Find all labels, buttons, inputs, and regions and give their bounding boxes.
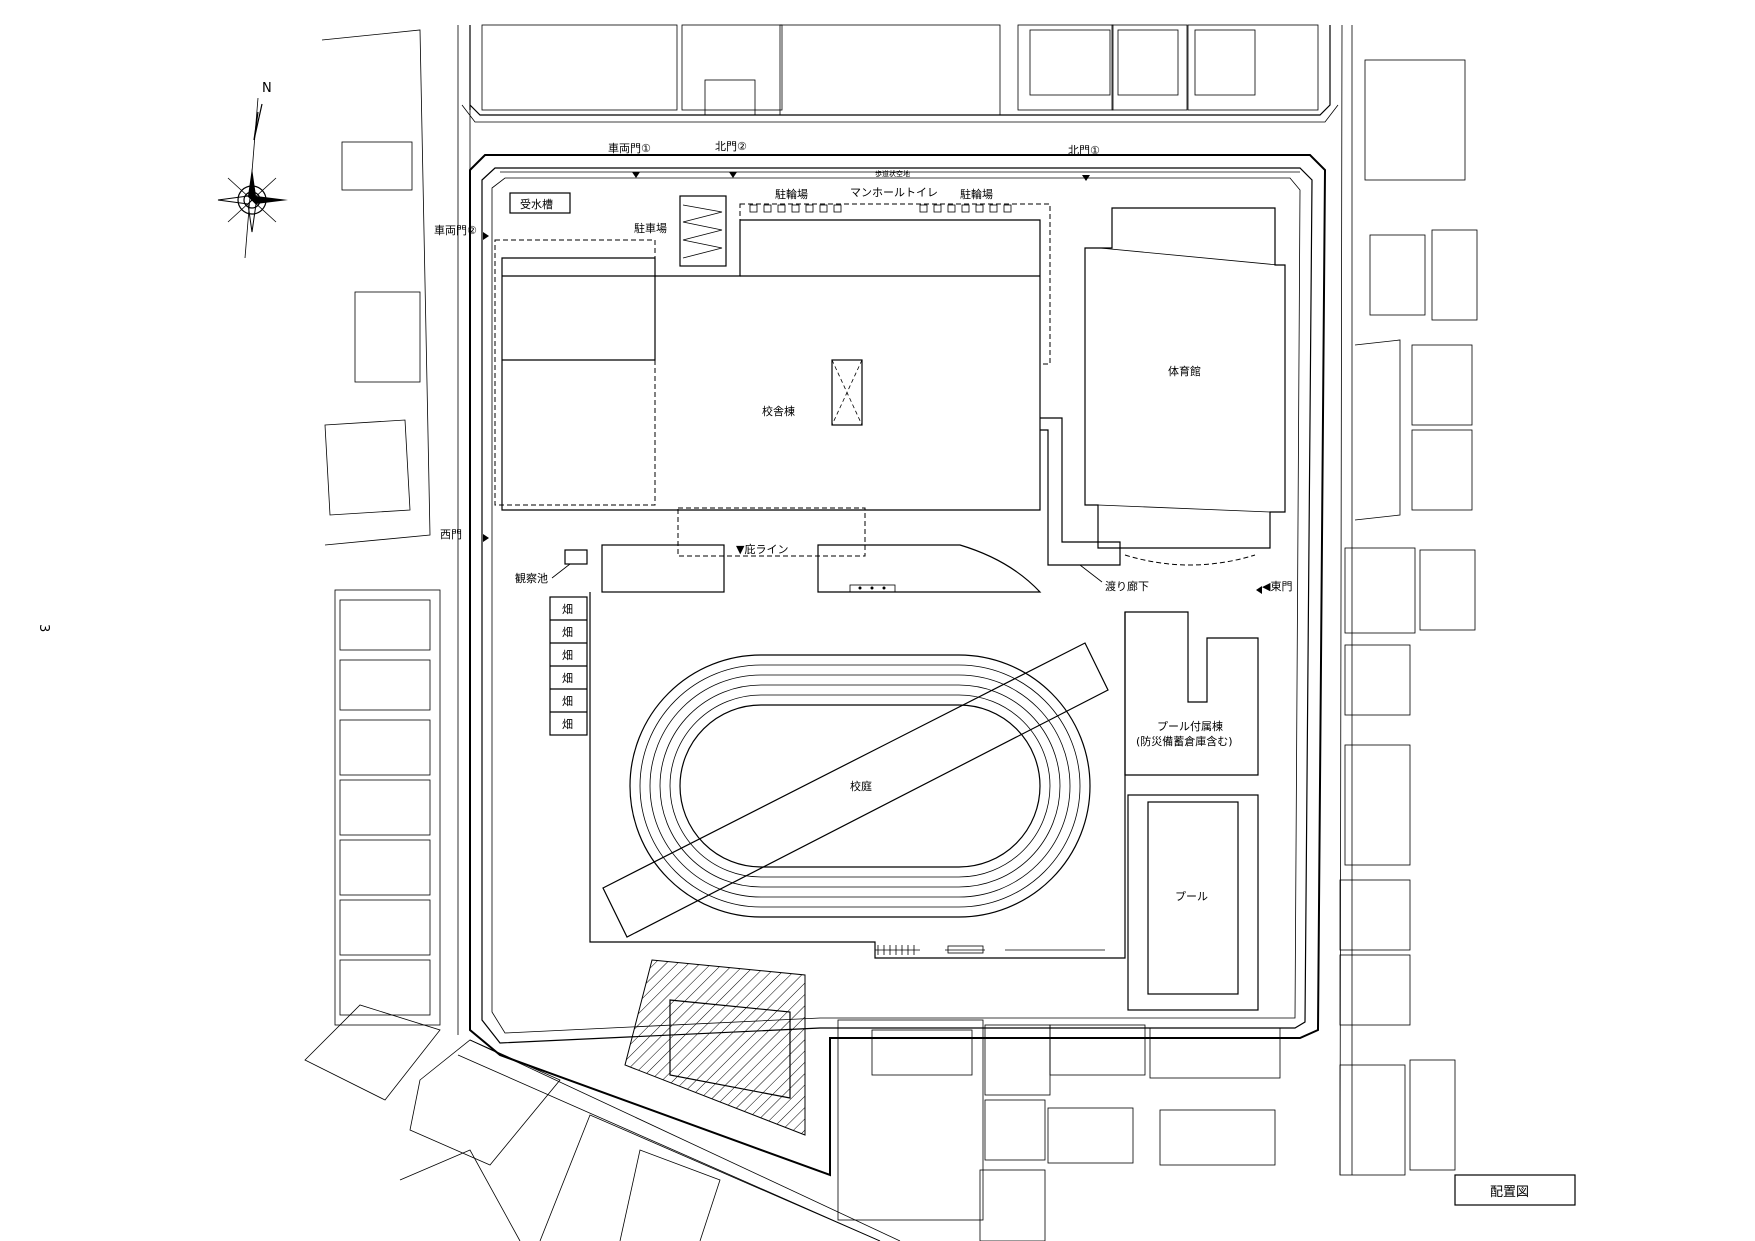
eaves-area (677, 507, 866, 557)
north-gate-2-label: 北門② (715, 140, 747, 153)
north-gate-1-label: 北門① (1068, 144, 1100, 157)
pool-annex-label-1: プール付属棟 (1157, 719, 1223, 733)
school-building (501, 219, 1041, 511)
pool-annex-label-2: (防災備蓄倉庫含む) (1136, 734, 1233, 748)
school-atrium (831, 359, 863, 426)
manhole-toilet-icons (749, 204, 1012, 213)
manhole-toilet-label: マンホールトイレ (850, 186, 938, 199)
sidewalk-label: 歩道状空地 (875, 169, 910, 178)
vehicle-gate-2-label: 車両門② (434, 223, 477, 237)
hatched-area (624, 959, 806, 1136)
field-label-3: 畑 (562, 649, 573, 662)
school-building-label: 校舎棟 (762, 404, 795, 418)
bicycle-parking-label-1: 駐輪場 (775, 187, 808, 201)
title-box-label: 配置図 (1490, 1185, 1529, 1200)
west-gate-label: 西門 (440, 528, 462, 541)
schoolyard-label: 校庭 (850, 779, 872, 793)
water-tank-label: 受水槽 (520, 198, 553, 211)
eaves-line-label: ▼庇ライン (736, 542, 788, 556)
gymnasium-label: 体育館 (1168, 364, 1201, 378)
vehicle-gate-1-label: 車両門① (608, 141, 651, 155)
corridor (1040, 417, 1121, 566)
observation-pond (564, 549, 588, 565)
pool-label: プール (1175, 890, 1208, 903)
gymnasium (1084, 207, 1286, 549)
corridor-label: 渡り廊下 (1105, 579, 1149, 593)
field-label-2: 畑 (562, 626, 573, 639)
north-label: N (262, 81, 272, 96)
sports-equipment (875, 945, 1105, 955)
running-track (629, 654, 1091, 918)
parking-area (679, 195, 727, 267)
bench-dots (849, 584, 896, 593)
field-label-1: 畑 (562, 603, 573, 616)
observation-pond-label: 観察池 (515, 571, 548, 585)
neighbour-buildings-east (1339, 59, 1478, 1176)
title-box (1454, 1174, 1576, 1206)
neighbour-buildings-south (539, 1019, 1281, 1241)
parking-label: 駐車場 (634, 221, 667, 235)
gate-markers (483, 172, 1262, 594)
pool-annex (1124, 611, 1259, 776)
page-number: 3 (36, 624, 51, 632)
north-compass-icon: N (217, 81, 288, 259)
schoolyard-boundary (589, 592, 1126, 959)
straight-track (602, 642, 1109, 938)
pool-building (1127, 794, 1259, 1011)
neighbour-buildings-west (304, 29, 561, 1241)
pool-basin (1147, 801, 1239, 995)
field-label-4: 畑 (562, 672, 573, 685)
field-label-6: 畑 (562, 718, 573, 731)
neighbour-buildings-north (481, 24, 1319, 116)
field-label-5: 畑 (562, 695, 573, 708)
site-boundary (469, 154, 1327, 1177)
east-gate-label: ◀東門 (1262, 580, 1292, 593)
site-inner-boundary (481, 167, 1313, 1044)
bicycle-parking-label-2: 駐輪場 (960, 187, 993, 201)
vegetable-fields: 畑 畑 畑 畑 畑 畑 (549, 596, 588, 736)
water-tank-box (509, 192, 571, 214)
